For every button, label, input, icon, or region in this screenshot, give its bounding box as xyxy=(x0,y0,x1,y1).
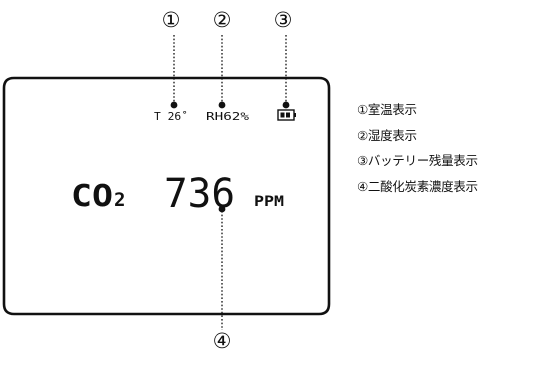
humidity-readout: RH62% xyxy=(206,110,249,123)
legend-list: ①室温表示 ②湿度表示 ③バッテリー残量表示 ④二酸化炭素濃度表示 xyxy=(357,97,551,199)
leader-dot-3 xyxy=(282,101,290,109)
unit-label: PPM xyxy=(254,194,284,210)
legend-item-co2-concentration: ④二酸化炭素濃度表示 xyxy=(357,178,478,194)
legend-item-humidity: ②湿度表示 xyxy=(357,127,417,143)
leader-dot-2 xyxy=(218,101,226,109)
callout-1: ① xyxy=(162,8,181,32)
legend-item-battery-level: ③バッテリー残量表示 xyxy=(357,153,478,168)
legend-item-room-temperature: ①室温表示 xyxy=(357,102,417,117)
gas-subscript: 2 xyxy=(114,189,125,211)
callout-4: ④ xyxy=(213,329,232,353)
leader-dot-1 xyxy=(170,101,178,109)
battery-icon xyxy=(277,109,296,121)
gas-symbol: CO xyxy=(71,179,113,214)
co2-value-readout: 736 xyxy=(164,171,235,217)
leader-dot-4 xyxy=(218,205,226,213)
temp-readout: T 26˚ xyxy=(154,110,188,123)
lcd-frame xyxy=(2,76,331,316)
callout-3: ③ xyxy=(274,8,293,32)
callout-2: ② xyxy=(213,8,232,32)
